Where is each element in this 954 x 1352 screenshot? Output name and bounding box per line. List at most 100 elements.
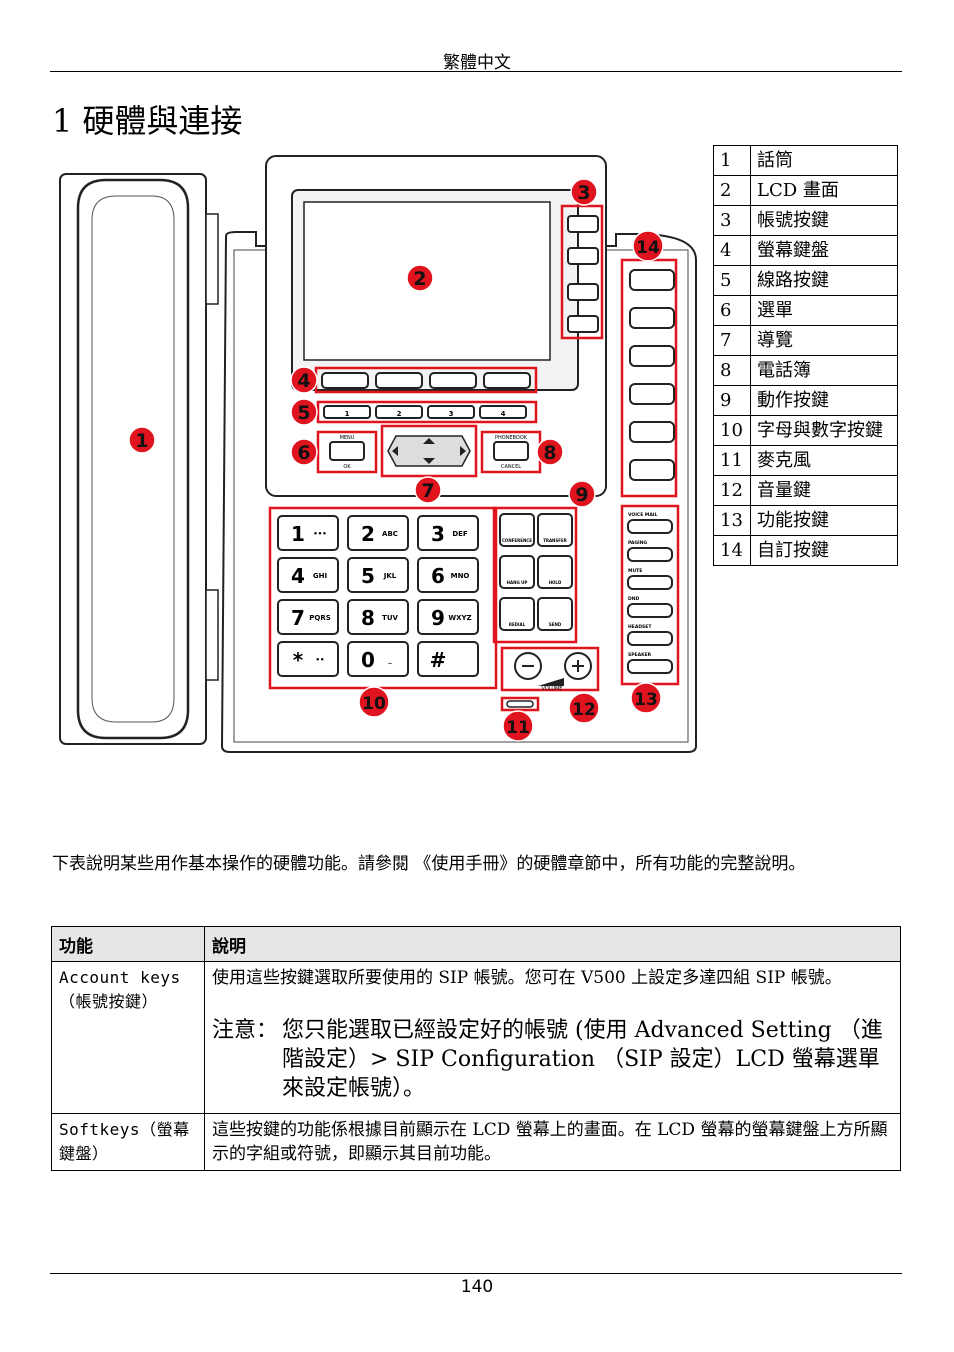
dial-key <box>417 557 479 593</box>
legend-label: 功能按鍵 <box>750 505 898 536</box>
legend-label: 線路按鍵 <box>750 265 898 296</box>
legend-number: 12 <box>713 475 751 506</box>
callout-badge <box>536 438 564 466</box>
feature-key-label: VOICE MAIL <box>628 512 657 518</box>
callout-badge <box>568 480 596 508</box>
callout-badge <box>128 426 156 454</box>
callout-badge <box>502 710 534 742</box>
callout-number: 11 <box>506 718 530 738</box>
callout-number: 12 <box>572 700 596 720</box>
dial-key-digit: 2 <box>361 522 375 546</box>
dial-key-digit: 7 <box>291 606 305 630</box>
dial-key-letters: •• <box>316 656 325 664</box>
feature-key <box>627 603 673 618</box>
legend-label: 音量鍵 <box>750 475 898 506</box>
custom-key <box>629 383 675 405</box>
table-row: Softkeys（螢幕鍵盤） 這些按鍵的功能係根據目前顯示在 LCD 螢幕上的畫… <box>51 1113 901 1171</box>
volume-label: VOLUME <box>542 686 563 692</box>
line-key-label: 1 <box>345 410 350 418</box>
phonebook-top-label: PHONEBOOK <box>495 435 528 441</box>
note-label: 注意： <box>212 1018 279 1043</box>
dial-key <box>417 641 479 677</box>
legend-label: 動作按鍵 <box>750 385 898 416</box>
legend-number: 13 <box>713 505 751 536</box>
chapter-number: 1 <box>52 102 73 140</box>
action-key-label: REDIAL <box>509 622 526 627</box>
feature-key-label: DND <box>628 596 640 602</box>
dial-key-letters: ••• <box>313 530 326 538</box>
legend-number: 7 <box>713 325 751 356</box>
dial-key-letters: _ <box>388 656 392 664</box>
feature-key-label: HEADSET <box>628 624 652 630</box>
function-table: 功能 說明 Account keys（帳號按鍵） 使用這些按鍵選取所要使用的 S… <box>51 926 901 1171</box>
legend-label: 選單 <box>750 295 898 326</box>
header-rule <box>50 71 902 72</box>
callout-badge <box>290 366 318 394</box>
intro-paragraph: 下表說明某些用作基本操作的硬體功能。請參閱 《使用手冊》的硬體章節中，所有功能的… <box>52 854 806 874</box>
page-number: 140 <box>460 1277 494 1297</box>
dial-key <box>347 599 409 635</box>
dial-key-digit: 3 <box>431 522 445 546</box>
callout-number: 14 <box>636 238 660 258</box>
dial-key-letters: GHI <box>313 572 327 580</box>
action-key-label: SEND <box>549 622 562 627</box>
legend-number: 11 <box>713 445 751 476</box>
dial-key <box>417 515 479 551</box>
action-key <box>537 555 573 589</box>
handset <box>59 173 219 745</box>
callout-number: 5 <box>297 402 310 424</box>
callout-badge <box>630 682 662 714</box>
legend-number: 3 <box>713 205 751 236</box>
legend-number: 10 <box>713 415 751 446</box>
page-header: 繁體中文 <box>443 53 511 73</box>
callout-badge <box>290 438 318 466</box>
callout-badge <box>570 178 598 206</box>
legend-number: 4 <box>713 235 751 266</box>
dial-key-letters: PQRS <box>309 614 331 622</box>
legend-label: 導覽 <box>750 325 898 356</box>
action-key-label: CONFERENCE <box>502 538 532 543</box>
col-header-function: 功能 <box>51 926 205 962</box>
dial-key <box>277 599 339 635</box>
callout-badge <box>358 686 390 718</box>
dial-key-letters: ABC <box>382 530 398 538</box>
legend-label: 螢幕鍵盤 <box>750 235 898 266</box>
dial-key-letters: MNO <box>451 572 470 580</box>
legend-label: LCD 畫面 <box>750 175 898 206</box>
feature-key <box>627 547 673 562</box>
dial-key-digit: * <box>293 648 304 672</box>
phonebook-bottom-label: CANCEL <box>501 464 521 470</box>
callout-number: 9 <box>575 484 588 506</box>
legend-label: 話筒 <box>750 145 898 176</box>
action-key <box>499 555 535 589</box>
legend-number: 8 <box>713 355 751 386</box>
table-header-row: 功能 說明 <box>51 926 901 962</box>
dial-key-digit: 5 <box>361 564 375 588</box>
line-key <box>375 405 423 419</box>
action-key <box>537 597 573 631</box>
callout-number: 8 <box>543 442 556 464</box>
legend-number: 9 <box>713 385 751 416</box>
dial-key-digit: 1 <box>291 522 305 546</box>
custom-key <box>629 421 675 443</box>
dial-key <box>277 641 339 677</box>
callout-number: 10 <box>362 694 386 714</box>
col-header-description: 說明 <box>204 926 901 962</box>
action-key <box>537 513 573 547</box>
row-description-text: 使用這些按鍵選取所要使用的 SIP 帳號。您可在 V500 上設定多達四組 SI… <box>212 968 842 988</box>
custom-key <box>629 345 675 367</box>
dial-key-digit: 0 <box>361 648 375 672</box>
feature-key <box>627 519 673 534</box>
legend-number: 5 <box>713 265 751 296</box>
